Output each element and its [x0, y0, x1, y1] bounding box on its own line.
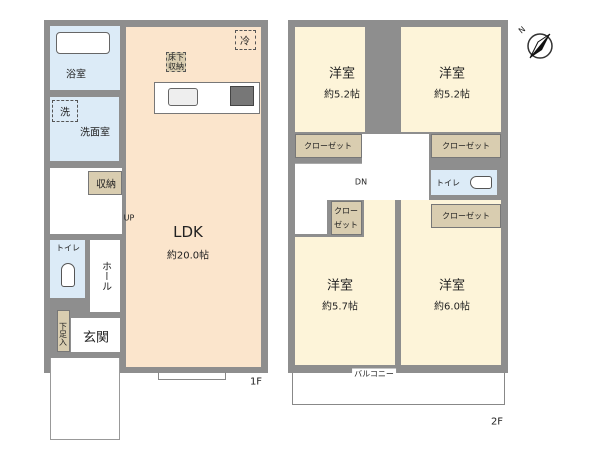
room-bl-upper: [364, 200, 395, 240]
shoe-storage-label: 下足入: [58, 322, 68, 346]
toilet-2f-icon: [470, 176, 492, 189]
entrance-label: 玄関: [82, 330, 110, 346]
storage-label: 収納: [96, 179, 116, 191]
compass-icon: [527, 33, 553, 59]
fridge-space: [235, 30, 256, 50]
bath-label: 浴室: [66, 69, 86, 81]
washer-space: [52, 100, 78, 122]
room-bl: [295, 237, 395, 365]
toilet-icon: [61, 263, 75, 287]
closet-tl-label: クローゼット: [304, 141, 352, 151]
washer-label: 洗: [60, 107, 70, 119]
closet-small-label-2: ゼット: [334, 220, 358, 230]
room-tl-size: 約5.2帖: [324, 89, 360, 101]
room-bl-name: 洋室: [326, 278, 354, 294]
closet-small-label-1: クロー: [334, 206, 358, 216]
window-bay: [158, 372, 226, 380]
sink-icon: [168, 88, 198, 106]
porch: [50, 358, 120, 440]
underfloor-storage-label: 床下収納: [168, 53, 184, 71]
closet-tr: [431, 134, 501, 158]
bathtub-icon: [56, 32, 110, 54]
ldk-size: 約20.0帖: [166, 250, 210, 262]
room-bl-size: 約5.7帖: [322, 301, 358, 313]
closet-tl: [295, 134, 362, 158]
washroom-label: 洗面室: [80, 127, 110, 139]
room-tl: [295, 27, 365, 132]
stove-icon: [230, 86, 254, 106]
room-tr-name: 洋室: [438, 66, 466, 82]
floor2-label: 2F: [490, 416, 504, 428]
toilet-1f-label: トイレ: [56, 243, 80, 253]
balcony-label: バルコニー: [352, 368, 396, 380]
up-label: UP: [123, 213, 135, 223]
toilet-2f-label: トイレ: [436, 178, 460, 188]
underfloor-storage: [166, 52, 186, 72]
fridge-label: 冷: [240, 36, 250, 48]
shoe-storage: [57, 310, 70, 352]
ldk-room: [126, 27, 261, 367]
room-br-size: 約6.0帖: [434, 301, 470, 313]
hall-label: ホール: [99, 261, 111, 291]
room-tl-name: 洋室: [328, 66, 356, 82]
closet-br: [431, 204, 501, 228]
ldk-label: LDK: [173, 223, 203, 241]
storage: [88, 171, 122, 195]
closet-tr-label: クローゼット: [442, 141, 490, 151]
washroom: [50, 97, 119, 161]
room-tr-size: 約5.2帖: [434, 89, 470, 101]
balcony: [292, 373, 505, 405]
closet-small: [331, 201, 362, 235]
floor1-label: 1F: [249, 376, 263, 388]
dn-label: DN: [354, 177, 368, 187]
hall: [90, 240, 120, 312]
closet-br-label: クローゼット: [442, 211, 490, 221]
entrance: [71, 318, 120, 352]
room-tr: [401, 27, 501, 132]
room-br-name: 洋室: [438, 278, 466, 294]
stair-2f: [295, 168, 327, 234]
